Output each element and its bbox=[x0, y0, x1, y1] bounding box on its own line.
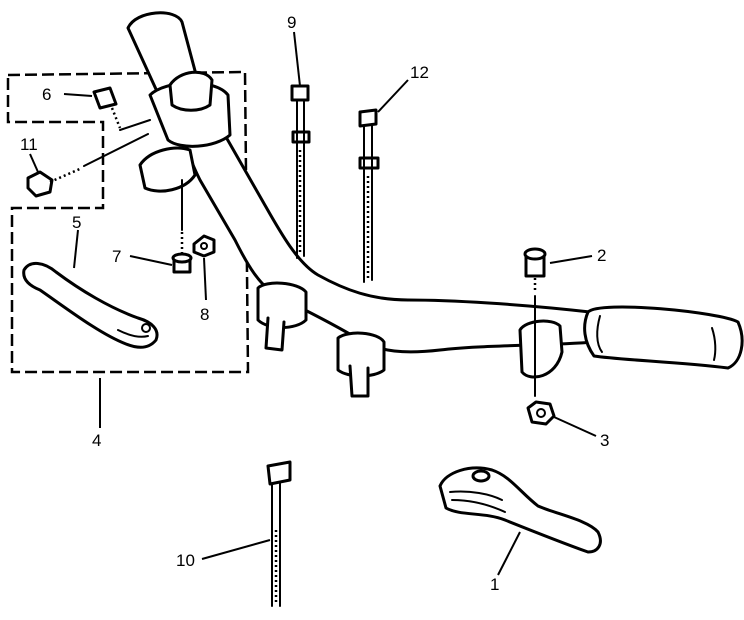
part-1-brake-lever bbox=[438, 466, 602, 554]
callout-5: 5 bbox=[72, 213, 81, 232]
part-5-clutch-lever bbox=[22, 262, 159, 349]
lever-assembly-group-box bbox=[6, 70, 250, 374]
leader-lines bbox=[29, 31, 597, 576]
callout-4: 4 bbox=[92, 431, 101, 450]
part-6-bolt bbox=[92, 86, 122, 129]
callout-12: 12 bbox=[410, 63, 429, 82]
part-7-bolt bbox=[171, 232, 193, 274]
part-9-cable-tie bbox=[290, 84, 311, 259]
handlebar bbox=[126, 11, 744, 398]
part-10-cable-tie bbox=[266, 460, 292, 607]
part-3-nut bbox=[526, 400, 556, 426]
assembly-lines bbox=[83, 119, 536, 397]
part-2-bolt bbox=[523, 247, 547, 292]
callout-2: 2 bbox=[597, 246, 606, 265]
callout-9: 9 bbox=[287, 13, 296, 32]
callout-10: 10 bbox=[176, 551, 195, 570]
callout-labels: 1 2 3 4 5 6 7 8 9 10 11 12 bbox=[20, 13, 609, 594]
part-8-nut bbox=[192, 234, 216, 258]
callout-11: 11 bbox=[20, 135, 38, 154]
part-11-screw bbox=[26, 166, 83, 198]
callout-8: 8 bbox=[200, 305, 209, 324]
callout-3: 3 bbox=[600, 431, 609, 450]
callout-1: 1 bbox=[490, 575, 499, 594]
part-12-cable-tie bbox=[358, 108, 380, 283]
callout-6: 6 bbox=[42, 85, 51, 104]
callout-7: 7 bbox=[112, 247, 121, 266]
